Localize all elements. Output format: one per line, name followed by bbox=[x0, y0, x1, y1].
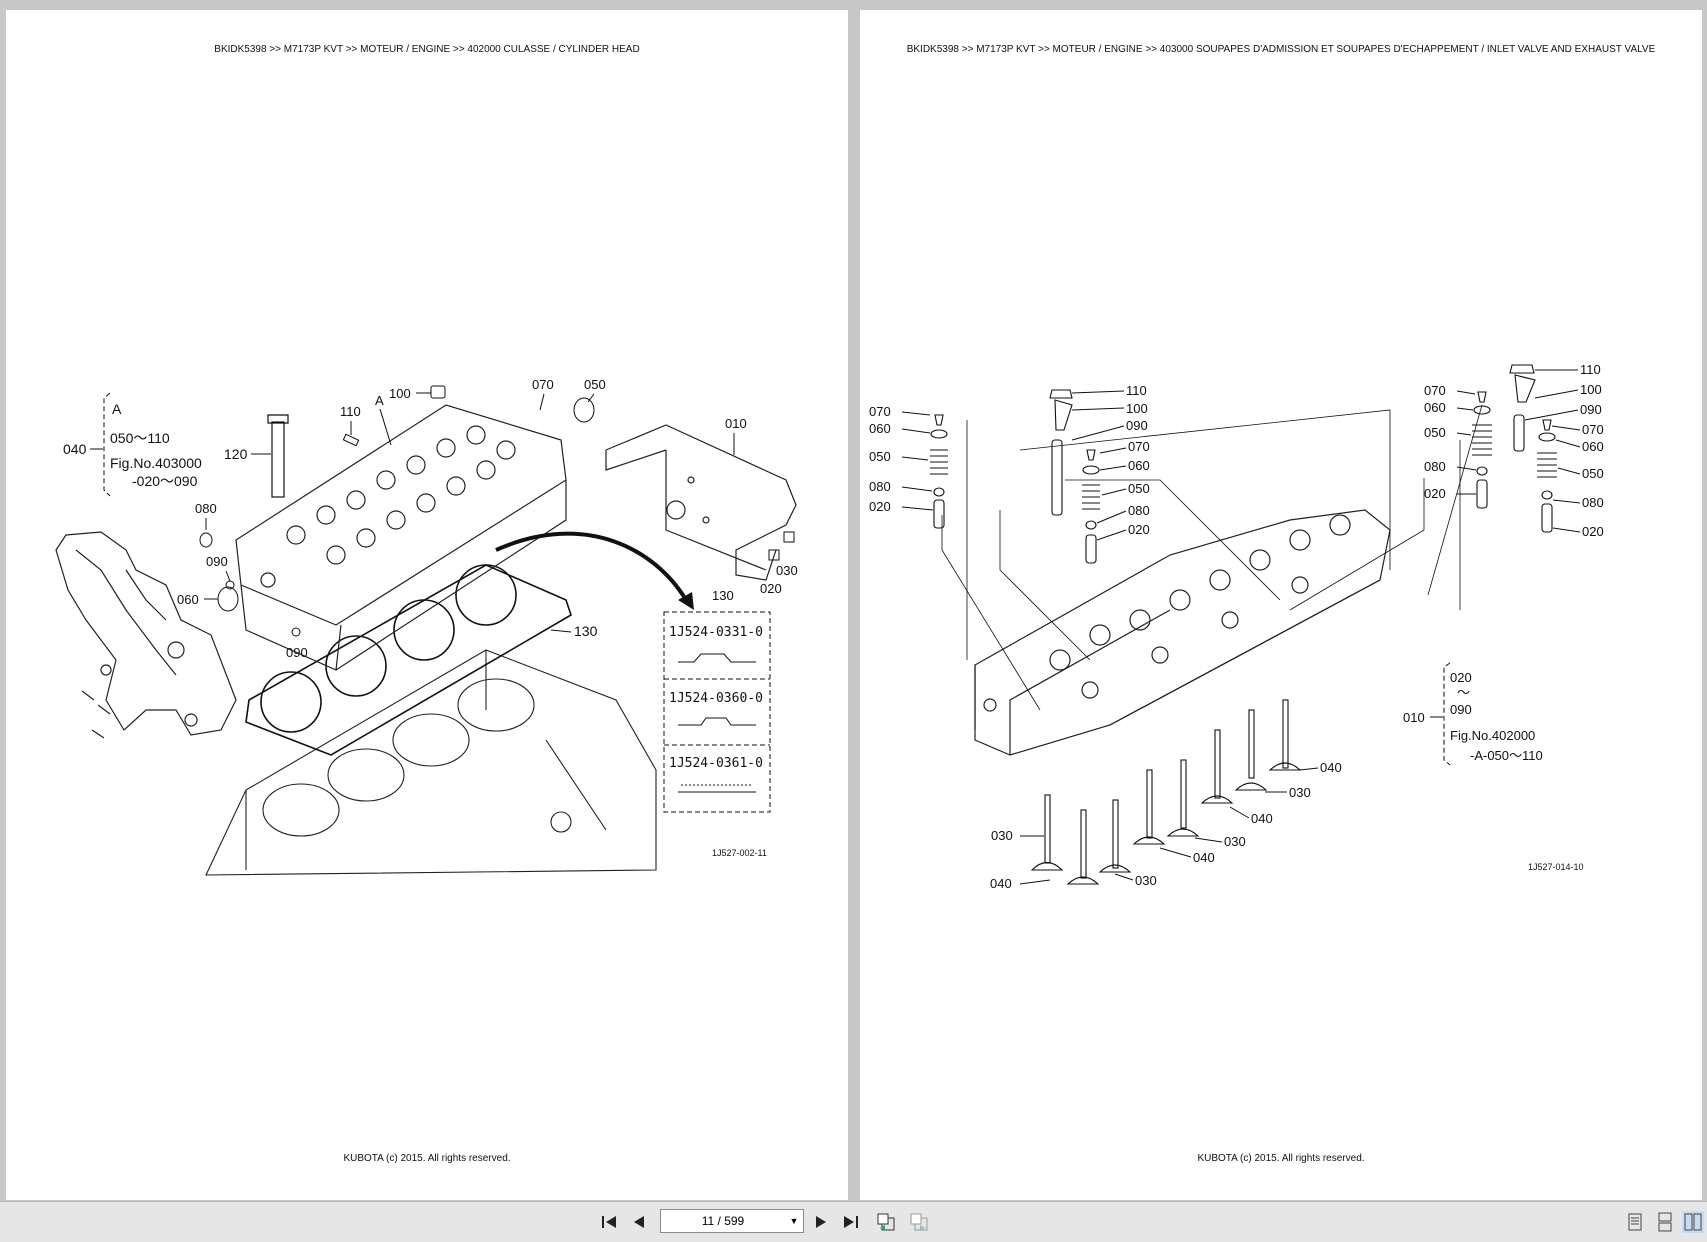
label-m050: 050 bbox=[1128, 481, 1150, 496]
last-page-icon bbox=[844, 1216, 858, 1228]
label-s060: 060 bbox=[1582, 439, 1604, 454]
cylinder-head-diagram: A 050～110 Fig.No.403000 -020～090 040 bbox=[55, 377, 798, 876]
label-r110: 110 bbox=[1580, 362, 1601, 377]
go-forward-view-button[interactable] bbox=[908, 1211, 930, 1233]
next-page-button[interactable] bbox=[810, 1211, 832, 1233]
continuous-page-icon bbox=[1658, 1212, 1672, 1232]
gasket-option-2: 1J524-0360-0 bbox=[669, 691, 763, 706]
right-group-line2: ～ bbox=[1457, 685, 1470, 700]
label-v040c: 040 bbox=[1251, 811, 1273, 826]
label-s050: 050 bbox=[1582, 466, 1604, 481]
label-r020: 020 bbox=[1424, 486, 1446, 501]
back-view-icon bbox=[877, 1213, 895, 1231]
callout-030: 030 bbox=[776, 563, 798, 578]
label-m020: 020 bbox=[1128, 522, 1150, 537]
callout-100: 100 bbox=[389, 386, 411, 401]
first-page-button[interactable] bbox=[598, 1211, 620, 1233]
label-v030c: 030 bbox=[1224, 834, 1246, 849]
label-v030a: 030 bbox=[991, 828, 1013, 843]
group-note-line1: 050～110 bbox=[110, 430, 170, 446]
label-r100: 100 bbox=[1580, 382, 1602, 397]
page-number-field[interactable]: 11 / 599 ▼ bbox=[660, 1209, 804, 1233]
callout-080: 080 bbox=[195, 501, 217, 516]
pdf-navigation-toolbar: 11 / 599 ▼ bbox=[0, 1201, 1707, 1242]
right-group-line1: 020 bbox=[1450, 670, 1472, 685]
callout-050: 050 bbox=[584, 377, 606, 392]
label-v030d: 030 bbox=[1289, 785, 1311, 800]
next-page-icon bbox=[816, 1216, 826, 1228]
label-s080: 080 bbox=[1582, 495, 1604, 510]
callout-020: 020 bbox=[760, 581, 782, 596]
page-indicator: 11 / 599 bbox=[701, 1214, 745, 1228]
previous-page-icon bbox=[634, 1216, 644, 1228]
left-figure-code: 1J527-002-11 bbox=[712, 848, 767, 858]
right-figure-code: 1J527-014-10 bbox=[1528, 862, 1584, 872]
left-page-breadcrumb: BKIDK5398 >> M7173P KVT >> MOTEUR / ENGI… bbox=[214, 44, 640, 55]
two-page-view-button[interactable] bbox=[1682, 1211, 1704, 1233]
label-l110: 110 bbox=[1126, 383, 1147, 398]
right-group-line3: 090 bbox=[1450, 702, 1472, 717]
valve-diagram: 070 060 050 080 020 110 100 090 070 bbox=[869, 362, 1604, 891]
label-l100: 100 bbox=[1126, 401, 1148, 416]
callout-130a: 130 bbox=[574, 623, 598, 639]
label-s020: 020 bbox=[1582, 524, 1604, 539]
left-page-footer: KUBOTA (c) 2015. All rights reserved. bbox=[343, 1153, 511, 1164]
callout-090a: 090 bbox=[206, 554, 228, 569]
label-m080: 080 bbox=[1128, 503, 1150, 518]
label-v040b: 040 bbox=[1193, 850, 1215, 865]
label-l050: 050 bbox=[869, 449, 891, 464]
callout-120: 120 bbox=[224, 446, 248, 462]
label-r060: 060 bbox=[1424, 400, 1446, 415]
go-back-view-button[interactable] bbox=[875, 1211, 897, 1233]
gasket-option-3: 1J524-0361-0 bbox=[669, 756, 763, 771]
group-note-line2: Fig.No.403000 bbox=[110, 455, 202, 471]
label-v030b: 030 bbox=[1135, 873, 1157, 888]
label-l090: 090 bbox=[1126, 418, 1148, 433]
label-r080: 080 bbox=[1424, 459, 1446, 474]
right-page-footer: KUBOTA (c) 2015. All rights reserved. bbox=[1197, 1153, 1365, 1164]
label-r070: 070 bbox=[1424, 383, 1446, 398]
callout-a: A bbox=[375, 393, 384, 408]
label-v040d: 040 bbox=[1320, 760, 1342, 775]
label-m070: 070 bbox=[1128, 439, 1150, 454]
previous-page-button[interactable] bbox=[628, 1211, 650, 1233]
group-note-ref: 010 bbox=[1403, 710, 1425, 725]
label-r090: 090 bbox=[1580, 402, 1602, 417]
callout-070: 070 bbox=[532, 377, 554, 392]
label-s070: 070 bbox=[1582, 422, 1604, 437]
label-r050: 050 bbox=[1424, 425, 1446, 440]
last-page-button[interactable] bbox=[840, 1211, 862, 1233]
single-page-view-button[interactable] bbox=[1624, 1211, 1646, 1233]
callout-090b: 090 bbox=[286, 645, 308, 660]
right-group-line5: -A-050～110 bbox=[1470, 748, 1543, 763]
continuous-view-button[interactable] bbox=[1654, 1211, 1676, 1233]
label-m060: 060 bbox=[1128, 458, 1150, 473]
label-l060: 060 bbox=[869, 421, 891, 436]
group-note-line3: -020～090 bbox=[132, 473, 198, 489]
right-page: BKIDK5398 >> M7173P KVT >> MOTEUR / ENGI… bbox=[860, 10, 1702, 1200]
label-l070: 070 bbox=[869, 404, 891, 419]
page-dropdown-arrow-icon[interactable]: ▼ bbox=[789, 1216, 799, 1226]
label-l080: 080 bbox=[869, 479, 891, 494]
left-page: BKIDK5398 >> M7173P KVT >> MOTEUR / ENGI… bbox=[6, 10, 848, 1200]
two-page-icon bbox=[1684, 1213, 1702, 1231]
right-page-breadcrumb: BKIDK5398 >> M7173P KVT >> MOTEUR / ENGI… bbox=[906, 44, 1656, 55]
first-page-icon bbox=[602, 1216, 616, 1228]
callout-040: 040 bbox=[63, 441, 87, 457]
label-l020: 020 bbox=[869, 499, 891, 514]
callout-060: 060 bbox=[177, 592, 199, 607]
callout-010: 010 bbox=[725, 416, 747, 431]
right-group-line4: Fig.No.402000 bbox=[1450, 728, 1535, 743]
single-page-icon bbox=[1628, 1213, 1642, 1231]
forward-view-icon bbox=[910, 1213, 928, 1231]
callout-130b: 130 bbox=[712, 588, 734, 603]
gasket-option-1: 1J524-0331-0 bbox=[669, 625, 763, 640]
group-note-letter: A bbox=[112, 401, 122, 417]
callout-110: 110 bbox=[340, 404, 361, 419]
label-v040a: 040 bbox=[990, 876, 1012, 891]
